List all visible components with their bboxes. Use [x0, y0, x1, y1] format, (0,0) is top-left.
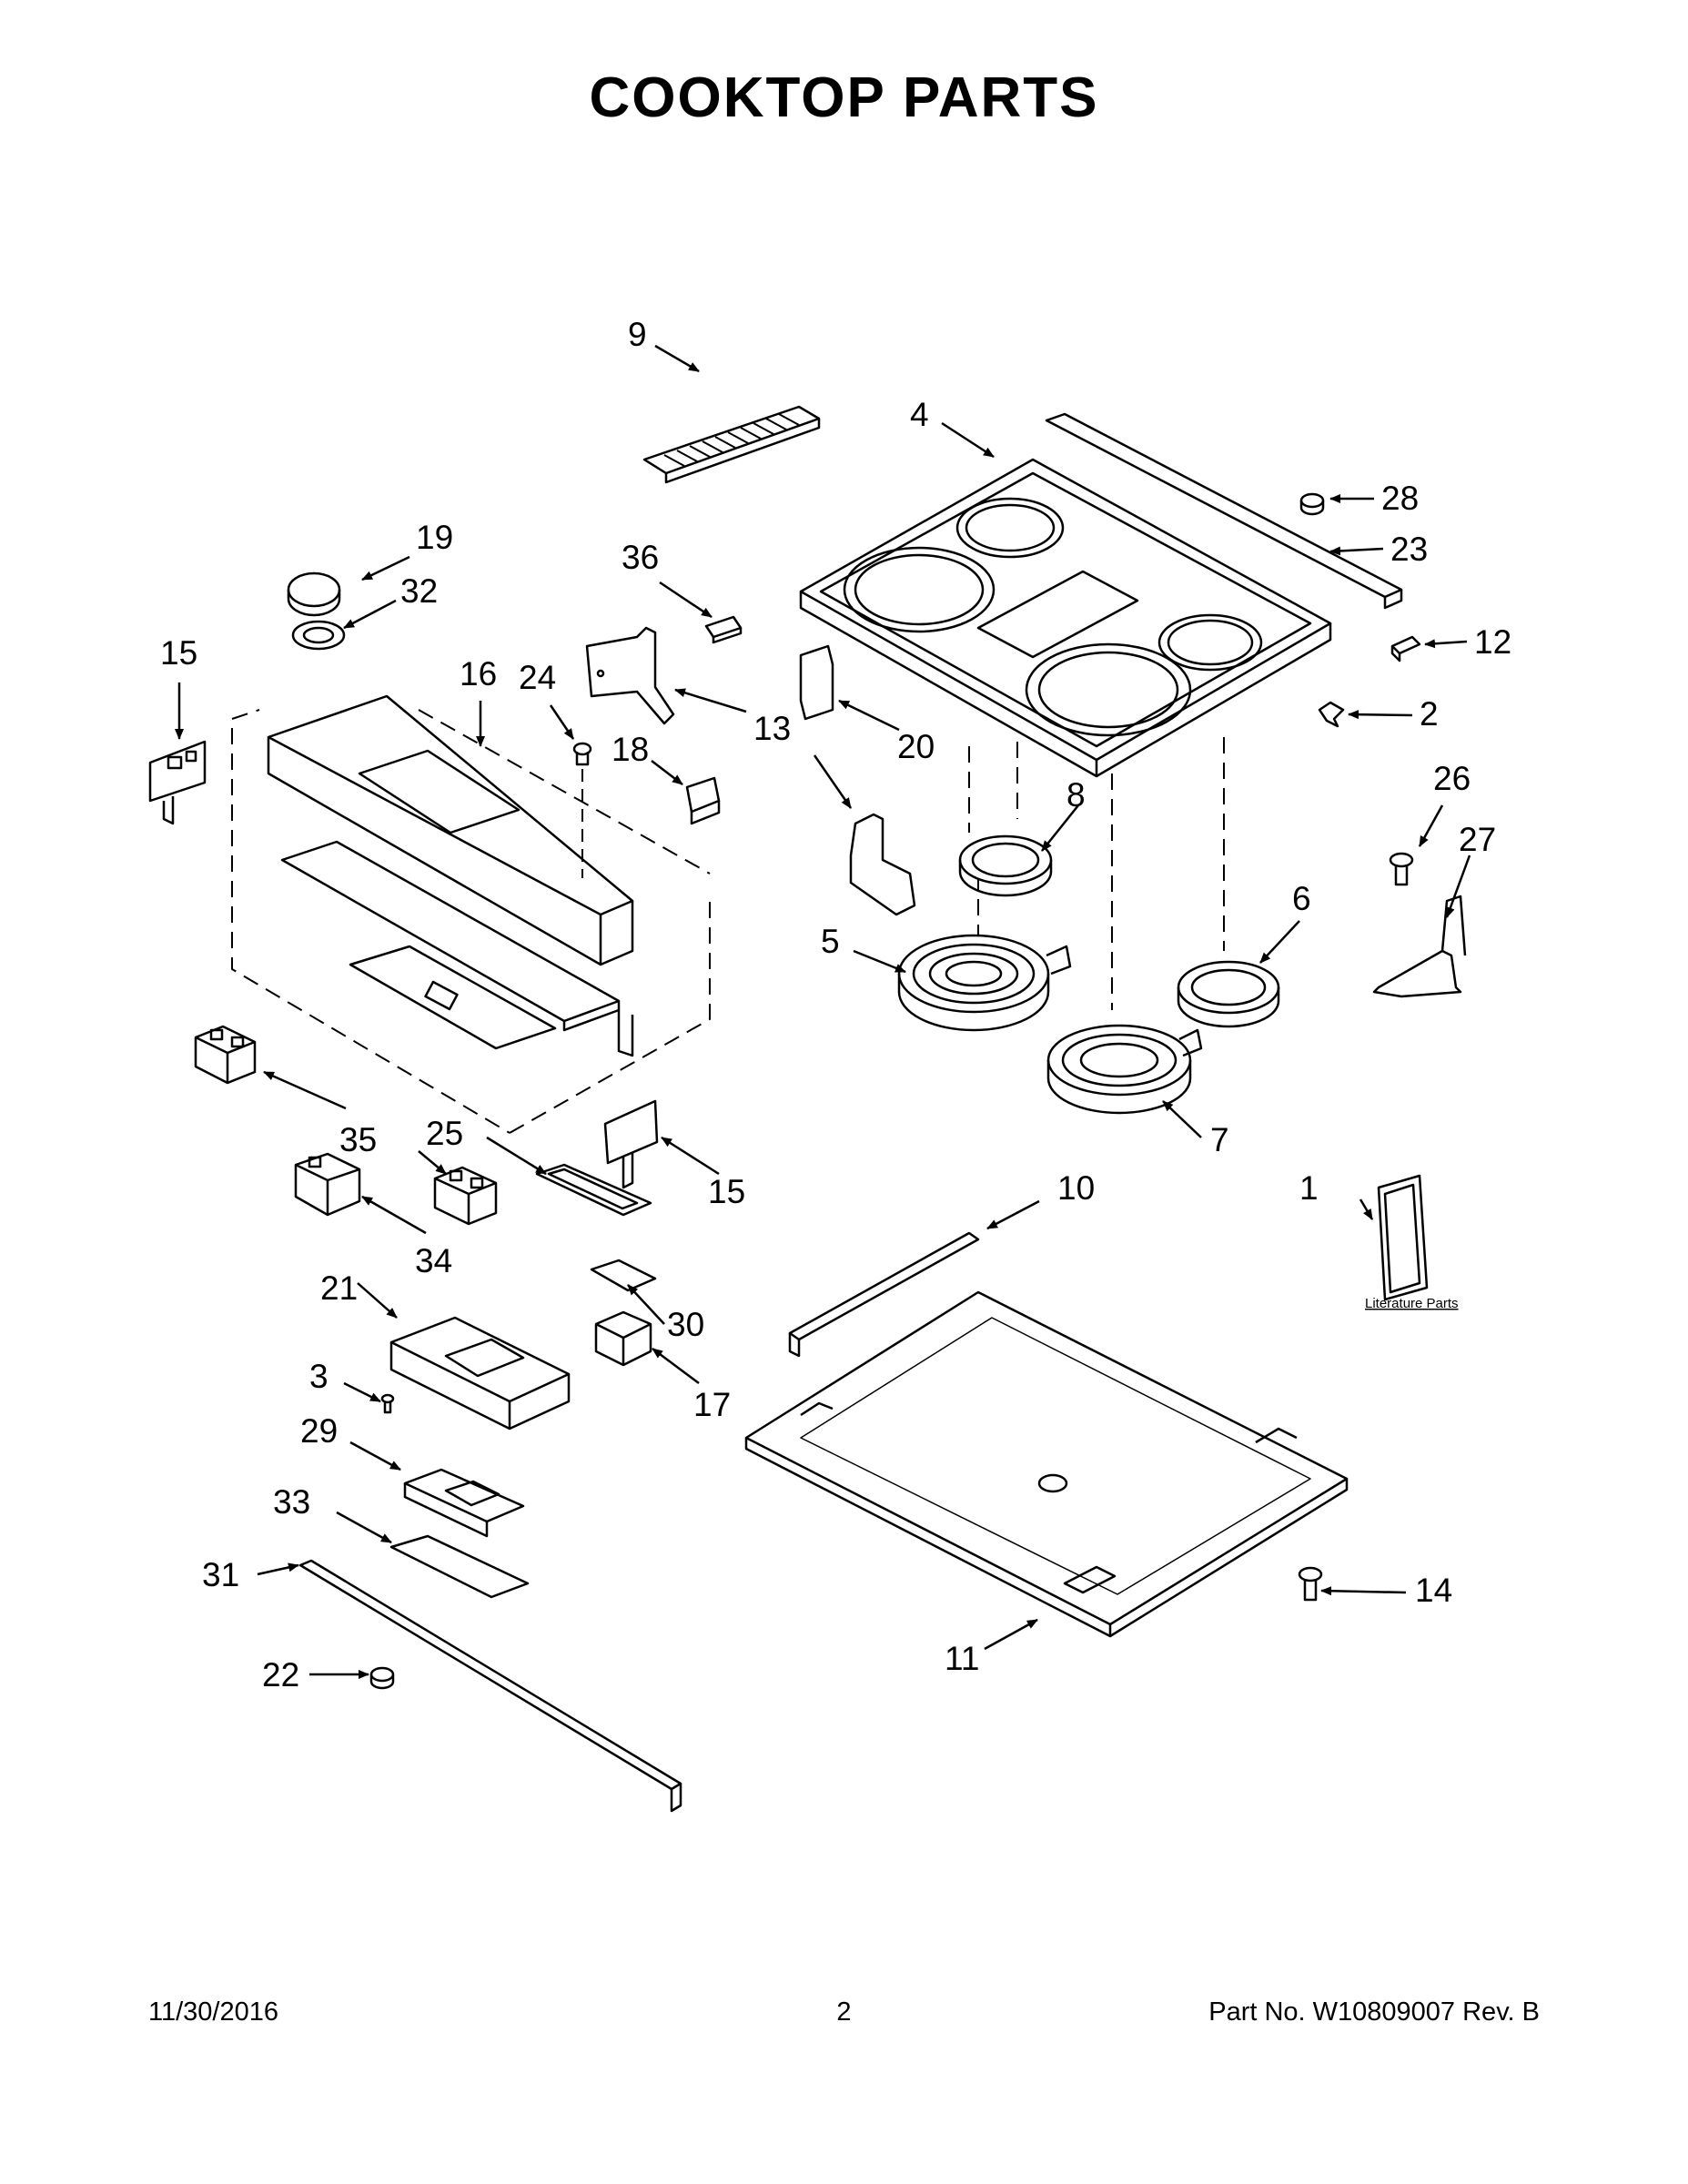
- bracket-lower-part: [849, 813, 916, 916]
- screw-part-14: [1298, 1566, 1323, 1602]
- bumper-part: [1299, 492, 1325, 516]
- callout-label: 22: [262, 1656, 299, 1694]
- callout-label: 12: [1474, 623, 1511, 661]
- callout-label: 15: [708, 1173, 745, 1210]
- callout-label: 4: [910, 396, 929, 433]
- callout-label: 18: [612, 731, 649, 768]
- footer-part-number: Part No. W10809007 Rev. B: [1208, 1997, 1540, 2027]
- callout-label: 6: [1292, 880, 1311, 917]
- knob-part: [287, 571, 341, 617]
- footer-date: 11/30/2016: [148, 1997, 278, 2027]
- large-element-part-5: [897, 934, 1072, 1032]
- callout-label: 2: [1420, 695, 1439, 733]
- rear-trim-part: [1045, 412, 1403, 610]
- relay-part: [685, 776, 721, 825]
- callout-label: 26: [1433, 760, 1471, 797]
- control-panel-frame-part: [280, 840, 634, 1057]
- callout-label: 3: [309, 1358, 329, 1395]
- literature-parts-icon: [1377, 1174, 1429, 1301]
- callout-label: 30: [667, 1306, 704, 1343]
- bracket-part-20: [799, 644, 834, 721]
- shield-plate-part: [389, 1534, 530, 1599]
- trim-strip-part: [298, 1559, 682, 1813]
- callout-label: 34: [415, 1242, 452, 1279]
- clip-part-36: [704, 615, 743, 644]
- callout-label: 33: [273, 1483, 310, 1521]
- control-panel-housing-part: [267, 694, 634, 966]
- screw-part-24: [572, 742, 592, 766]
- callout-label: 15: [160, 634, 197, 672]
- relay-block-part-35b: [433, 1166, 498, 1226]
- element-part-7: [1046, 1024, 1203, 1115]
- callout-label: 7: [1210, 1121, 1229, 1158]
- screw-part-3: [380, 1393, 395, 1414]
- callout-label: 11: [945, 1640, 979, 1677]
- callout-label: 19: [416, 519, 453, 556]
- relay-part-34: [294, 1152, 361, 1217]
- element-part-6: [1177, 960, 1280, 1028]
- relay-block-part-35a: [194, 1025, 257, 1085]
- callout-label: 8: [1066, 776, 1086, 814]
- leveling-foot-part: [369, 1666, 395, 1690]
- knob-bezel-part: [291, 620, 346, 651]
- callout-label: 21: [320, 1269, 358, 1307]
- control-board-part: [403, 1468, 525, 1538]
- callout-label: 35: [339, 1121, 377, 1158]
- infinite-switch-part: [594, 1310, 652, 1367]
- gasket-part: [535, 1163, 652, 1217]
- callout-label: 29: [300, 1412, 338, 1450]
- callout-label: 20: [897, 728, 935, 765]
- callout-label: 36: [622, 539, 659, 576]
- display-board-part: [349, 945, 557, 1050]
- callout-label: 25: [426, 1115, 463, 1152]
- terminal-connector-part: [1390, 635, 1421, 662]
- bracket-part-27: [1372, 895, 1467, 998]
- switch-plate-part: [590, 1259, 657, 1292]
- callout-label: 16: [460, 655, 497, 693]
- literature-parts-label: Literature Parts: [1365, 1296, 1459, 1311]
- electronic-control-part: [389, 1316, 571, 1431]
- switch-housing-right-part: [603, 1099, 659, 1189]
- cooktop-glass-part: [799, 458, 1332, 778]
- bracket-upper-part: [585, 626, 675, 725]
- screw-part-26: [1389, 852, 1414, 886]
- callout-label: 23: [1390, 531, 1428, 568]
- callout-label: 24: [519, 659, 556, 696]
- base-plate-part: [744, 1290, 1349, 1638]
- callout-label: 5: [821, 923, 840, 960]
- footer-page-number: 2: [836, 1997, 852, 2027]
- callout-label: 31: [202, 1556, 239, 1593]
- callout-label: 28: [1381, 480, 1419, 517]
- switch-housing-left-part: [148, 740, 207, 825]
- callout-label: 1: [1299, 1169, 1319, 1207]
- callout-label: 32: [400, 572, 438, 610]
- callout-label: 10: [1057, 1169, 1095, 1207]
- callout-label: 27: [1459, 821, 1496, 858]
- page-title: COOKTOP PARTS: [589, 66, 1099, 129]
- callout-label: 9: [628, 316, 647, 353]
- vent-grille-part: [642, 405, 821, 484]
- callout-label: 17: [693, 1386, 731, 1423]
- callout-label: 14: [1415, 1572, 1452, 1609]
- callout-label: 13: [753, 710, 791, 747]
- rear-panel-strip-part: [788, 1231, 980, 1358]
- clip-part: [1318, 701, 1345, 728]
- small-element-part-8: [958, 834, 1053, 897]
